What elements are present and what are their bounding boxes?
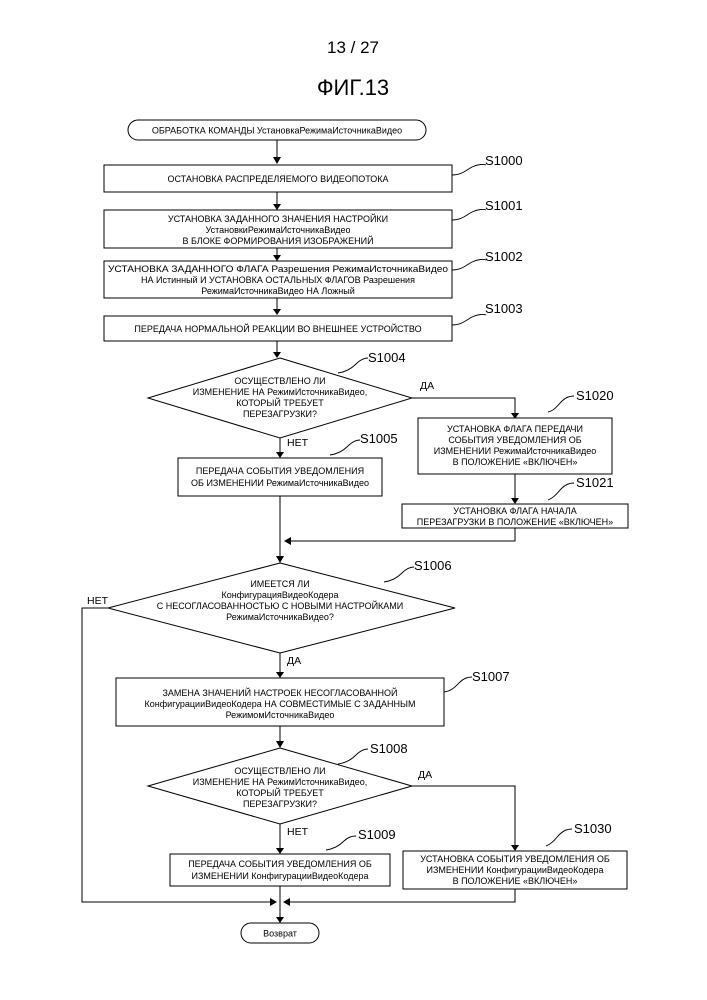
decision-s1008-line-2: ИЗМЕНЕНИЕ НА РежимИсточникаВидео, xyxy=(193,777,368,787)
decision-s1004-line-1: ОСУЩЕСТВЛЕНО ЛИ xyxy=(234,376,325,386)
decision-s1004-line-3: КОТОРЫЙ ТРЕБУЕТ xyxy=(236,397,324,408)
step-s1007-line-3: РежимомИсточникаВидео xyxy=(226,710,335,720)
decision-s1004: ОСУЩЕСТВЛЕНО ЛИ ИЗМЕНЕНИЕ НА РежимИсточн… xyxy=(148,358,412,438)
step-s1007-box: ЗАМЕНА ЗНАЧЕНИЙ НАСТРОЕК НЕСОГЛАСОВАННОЙ… xyxy=(116,678,444,726)
step-s1009-label: S1009 xyxy=(358,827,396,842)
step-s1003-text: ПЕРЕДАЧА НОРМАЛЬНОЙ РЕАКЦИИ ВО ВНЕШНЕЕ У… xyxy=(134,323,421,334)
start-terminal-text: ОБРАБОТКА КОМАНДЫ УстановкаРежимаИсточни… xyxy=(152,126,402,136)
step-s1009-line-2: ИЗМЕНЕНИИ КонфигурацииВидеоКодера xyxy=(191,871,368,881)
step-s1021-line-2: ПЕРЕЗАГРУЗКИ В ПОЛОЖЕНИЕ «ВКЛЮЧЕН» xyxy=(417,517,613,527)
step-s1005-box: ПЕРЕДАЧА СОБЫТИЯ УВЕДОМЛЕНИЯ ОБ ИЗМЕНЕНИ… xyxy=(178,458,382,496)
decision-s1006-yes: ДА xyxy=(287,655,301,667)
start-terminal: ОБРАБОТКА КОМАНДЫ УстановкаРежимаИсточни… xyxy=(128,120,426,140)
decision-s1006-line-1: ИМЕЕТСЯ ЛИ xyxy=(250,579,309,589)
figure-title: ФИГ.13 xyxy=(317,75,389,100)
step-s1030-label: S1030 xyxy=(574,821,612,836)
decision-s1006-label: S1006 xyxy=(414,558,452,573)
step-s1000-box: ОСТАНОВКА РАСПРЕДЕЛЯЕМОГО ВИДЕОПОТОКА xyxy=(104,165,452,192)
step-s1020-line-4: В ПОЛОЖЕНИЕ «ВКЛЮЧЕН» xyxy=(453,457,578,467)
step-s1020-box: УСТАНОВКА ФЛАГА ПЕРЕДАЧИ СОБЫТИЯ УВЕДОМЛ… xyxy=(418,418,612,474)
step-s1007-label: S1007 xyxy=(472,669,510,684)
decision-s1006-no: НЕТ xyxy=(87,595,109,607)
step-s1021-label: S1021 xyxy=(576,475,614,490)
step-s1002-line-1: УСТАНОВКА ЗАДАННОГО ФЛАГА Разрешения Реж… xyxy=(108,264,448,274)
step-s1001-line-1: УСТАНОВКА ЗАДАННОГО ЗНАЧЕНИЯ НАСТРОЙКИ xyxy=(168,213,388,224)
end-terminal-text: Возврат xyxy=(263,929,297,939)
step-s1002-line-3: РежимаИсточникаВидео НА Ложный xyxy=(201,286,354,296)
step-s1003-label: S1003 xyxy=(485,301,523,316)
step-s1009-line-1: ПЕРЕДАЧА СОБЫТИЯ УВЕДОМЛЕНИЯ ОБ xyxy=(188,859,372,869)
step-s1001-line-2: УстановкиРежимаИсточникаВидео xyxy=(205,225,350,235)
step-s1002-box: УСТАНОВКА ЗАДАННОГО ФЛАГА Разрешения Реж… xyxy=(104,261,452,298)
step-s1007-line-2: КонфигурацииВидеоКодера НА СОВМЕСТИМЫЕ С… xyxy=(145,699,416,709)
step-s1000-text: ОСТАНОВКА РАСПРЕДЕЛЯЕМОГО ВИДЕОПОТОКА xyxy=(167,174,388,184)
step-s1030-line-1: УСТАНОВКА СОБЫТИЯ УВЕДОМЛЕНИЯ ОБ xyxy=(420,854,610,864)
step-s1000-label: S1000 xyxy=(485,153,523,168)
step-s1030-box: УСТАНОВКА СОБЫТИЯ УВЕДОМЛЕНИЯ ОБ ИЗМЕНЕН… xyxy=(403,851,627,889)
decision-s1008-line-3: КОТОРЫЙ ТРЕБУЕТ xyxy=(236,787,324,798)
decision-s1008-line-4: ПЕРЕЗАГРУЗКИ? xyxy=(243,799,317,809)
end-terminal: Возврат xyxy=(241,923,319,943)
decision-s1004-label: S1004 xyxy=(368,350,406,365)
decision-s1004-line-2: ИЗМЕНЕНИЕ НА РежимИсточникаВидео, xyxy=(193,387,368,397)
step-s1021-box: УСТАНОВКА ФЛАГА НАЧАЛА ПЕРЕЗАГРУЗКИ В ПО… xyxy=(402,504,628,528)
step-s1020-line-2: СОБЫТИЯ УВЕДОМЛЕНИЯ ОБ xyxy=(448,435,581,445)
decision-s1008-no: НЕТ xyxy=(287,826,309,838)
step-s1007-line-1: ЗАМЕНА ЗНАЧЕНИЙ НАСТРОЕК НЕСОГЛАСОВАННОЙ xyxy=(162,687,397,698)
decision-s1008-label: S1008 xyxy=(370,741,408,756)
step-s1020-line-3: ИЗМЕНЕНИИ РежимаИсточникаВидео xyxy=(434,446,597,456)
decision-s1008-yes: ДА xyxy=(418,769,432,781)
decision-s1006-line-2: КонфигурацияВидеоКодера xyxy=(221,590,338,600)
decision-s1004-line-4: ПЕРЕЗАГРУЗКИ? xyxy=(243,409,317,419)
step-s1002-line-2: НА Истинный И УСТАНОВКА ОСТАЛЬНЫХ ФЛАГОВ… xyxy=(141,275,415,285)
step-s1001-box: УСТАНОВКА ЗАДАННОГО ЗНАЧЕНИЯ НАСТРОЙКИ У… xyxy=(104,210,452,248)
decision-s1008: ОСУЩЕСТВЛЕНО ЛИ ИЗМЕНЕНИЕ НА РежимИсточн… xyxy=(148,748,412,824)
step-s1001-line-3: В БЛОКЕ ФОРМИРОВАНИЯ ИЗОБРАЖЕНИЙ xyxy=(182,235,373,246)
step-s1030-line-2: ИЗМЕНЕНИИ КонфигурацииВидеоКодера xyxy=(426,865,603,875)
step-s1003-box: ПЕРЕДАЧА НОРМАЛЬНОЙ РЕАКЦИИ ВО ВНЕШНЕЕ У… xyxy=(104,316,452,341)
decision-s1006-line-4: РежимаИсточникаВидео? xyxy=(226,612,334,622)
step-s1009-box: ПЕРЕДАЧА СОБЫТИЯ УВЕДОМЛЕНИЯ ОБ ИЗМЕНЕНИ… xyxy=(170,854,390,886)
step-s1021-line-1: УСТАНОВКА ФЛАГА НАЧАЛА xyxy=(453,506,577,516)
step-s1001-label: S1001 xyxy=(485,198,523,213)
step-s1002-label: S1002 xyxy=(485,249,523,264)
decision-s1006-line-3: С НЕСОГЛАСОВАННОСТЬЮ С НОВЫМИ НАСТРОЙКАМ… xyxy=(157,600,404,611)
decision-s1006: ИМЕЕТСЯ ЛИ КонфигурацияВидеоКодера С НЕС… xyxy=(108,563,455,653)
decision-s1004-yes: ДА xyxy=(420,380,434,392)
step-s1005-label: S1005 xyxy=(360,431,398,446)
step-s1020-line-1: УСТАНОВКА ФЛАГА ПЕРЕДАЧИ xyxy=(447,424,583,434)
step-s1005-line-2: ОБ ИЗМЕНЕНИИ РежимаИсточникаВидео xyxy=(191,478,369,488)
decision-s1008-line-1: ОСУЩЕСТВЛЕНО ЛИ xyxy=(234,766,325,776)
decision-s1004-no: НЕТ xyxy=(287,437,309,449)
step-s1030-line-3: В ПОЛОЖЕНИЕ «ВКЛЮЧЕН» xyxy=(453,876,578,886)
page-number: 13 / 27 xyxy=(327,38,379,57)
step-s1005-line-1: ПЕРЕДАЧА СОБЫТИЯ УВЕДОМЛЕНИЯ xyxy=(196,466,364,476)
step-s1020-label: S1020 xyxy=(576,388,614,403)
